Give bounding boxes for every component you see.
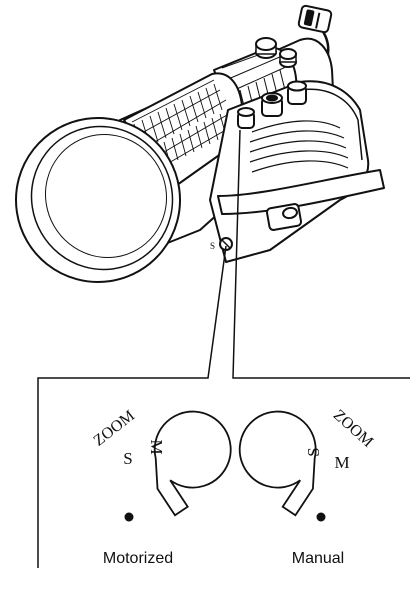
switch-motorized-labels: ZOOM S M xyxy=(90,407,166,468)
m-label-manual: M xyxy=(334,453,349,472)
lens-illustration xyxy=(0,5,384,312)
zoom-label-motorized: ZOOM xyxy=(90,407,138,449)
caption-manual: Manual xyxy=(292,550,344,567)
switch-manual xyxy=(240,412,316,516)
s-label-manual: S xyxy=(304,447,323,456)
switch-motorized xyxy=(155,412,231,516)
indicator-dot-manual xyxy=(317,513,326,522)
caption-motorized: Motorized xyxy=(103,550,173,567)
indicator-dot-motorized xyxy=(125,513,134,522)
lens-s-mark: S xyxy=(210,241,215,251)
zoom-label-manual: ZOOM xyxy=(330,407,376,451)
switch-dial-manual xyxy=(240,412,316,516)
s-label-motorized: S xyxy=(123,449,132,468)
m-label-motorized: M xyxy=(147,439,166,454)
switch-dial-motorized xyxy=(155,412,231,516)
servo-grip xyxy=(210,81,384,262)
